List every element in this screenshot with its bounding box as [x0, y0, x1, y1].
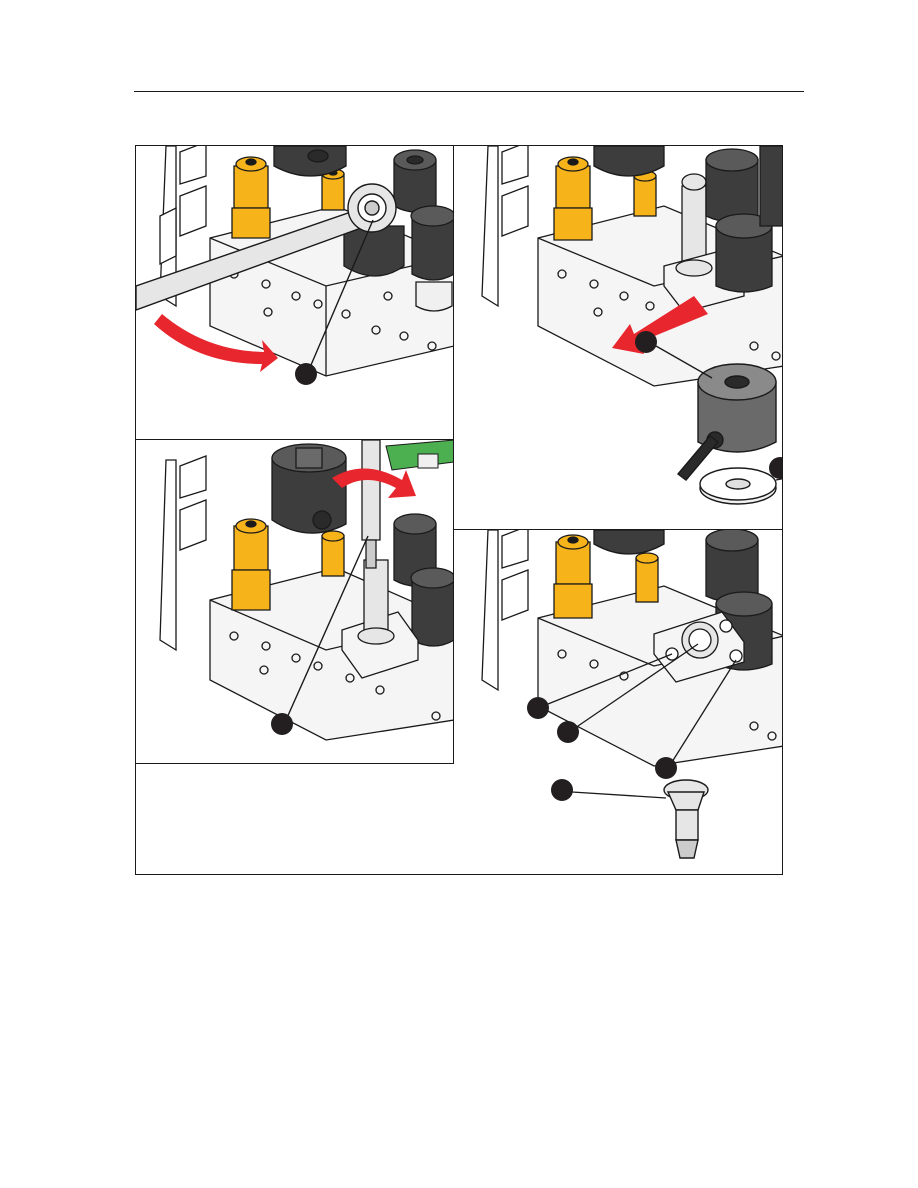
yellow-terminal-left	[232, 519, 270, 610]
yellow-terminal-small	[322, 531, 344, 576]
green-board	[386, 440, 454, 470]
chassis-plate	[482, 146, 528, 306]
callout-post	[551, 779, 666, 801]
panel-remove-post	[454, 530, 783, 875]
removed-knob	[678, 364, 776, 480]
screwdriver	[362, 440, 380, 568]
yellow-terminal-small	[322, 169, 344, 210]
removed-post	[664, 780, 708, 858]
panel-remove-knob	[454, 146, 783, 530]
panel-wrench	[136, 146, 454, 440]
procedure-figure	[135, 145, 783, 875]
yellow-terminal-small	[634, 171, 656, 216]
dark-knob-tilted	[272, 444, 346, 533]
yellow-terminal-left	[232, 157, 270, 238]
yellow-terminal-left	[554, 535, 592, 618]
panel-screwdriver	[136, 440, 454, 764]
yellow-terminal-left	[554, 157, 592, 240]
header-rule	[134, 91, 804, 92]
yellow-terminal-small	[636, 553, 658, 602]
removed-washer	[700, 468, 776, 504]
chassis-plate	[160, 456, 206, 650]
chassis-plate	[482, 530, 528, 690]
